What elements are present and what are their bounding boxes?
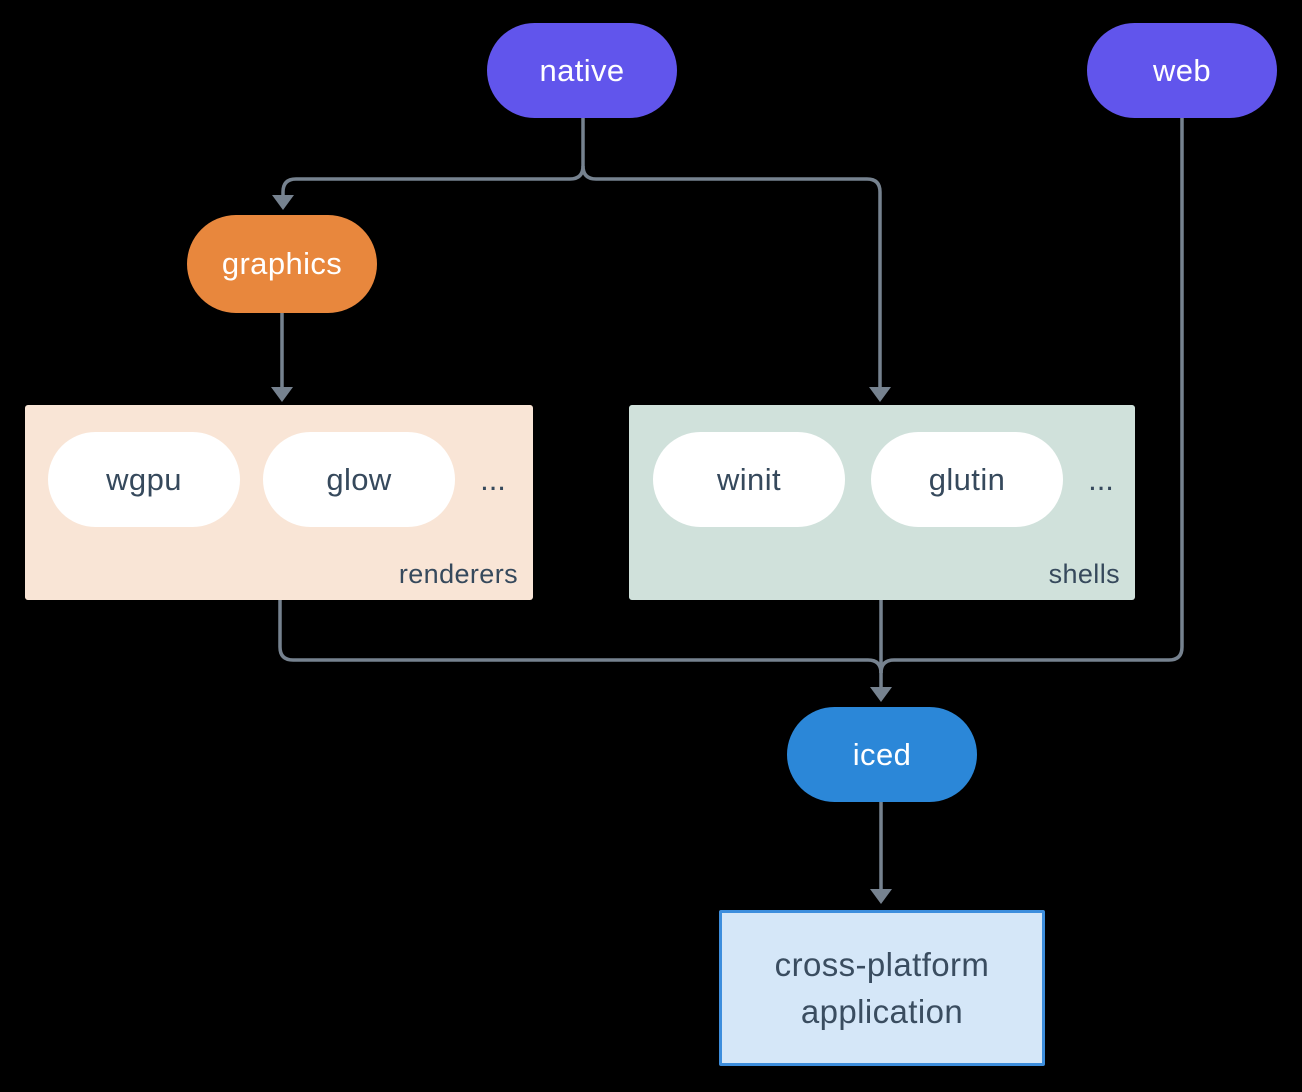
arrowhead-iced-app [870,889,892,904]
renderers-group-label: renderers [398,559,518,589]
node-web-label: web [1152,52,1212,88]
node-winit: winit [653,432,845,527]
node-winit-label: winit [716,461,781,497]
node-native: native [487,23,677,118]
node-iced: iced [787,707,977,802]
node-glow: glow [263,432,455,527]
node-glutin-label: glutin [928,461,1006,497]
group-renderers: wgpu glow ... renderers [25,405,533,600]
renderers-ellipsis: ... [480,461,506,497]
node-cross-platform-application: cross-platform application [719,910,1045,1066]
shells-group-label: shells [1048,559,1120,589]
arrowhead-graphics-renderers [271,387,293,402]
node-graphics: graphics [187,215,377,313]
app-label-line1: cross-platform [774,946,990,983]
shells-ellipsis: ... [1088,461,1114,497]
node-glutin: glutin [871,432,1063,527]
edge-renderers-iced [278,600,883,674]
node-glow-label: glow [326,461,392,497]
app-label-line2: application [800,993,964,1030]
node-wgpu: wgpu [48,432,240,527]
arrowhead-native-shells [869,387,891,402]
edge-web-iced [879,118,1184,674]
arrowhead-native-graphics [272,195,294,210]
edge-native-shells [581,165,882,387]
node-graphics-label: graphics [221,246,343,281]
node-web: web [1087,23,1277,118]
group-shells: winit glutin ... shells [629,405,1135,600]
arrowhead-shells-iced [870,687,892,702]
node-iced-label: iced [852,736,912,772]
node-wgpu-label: wgpu [106,461,182,497]
node-native-label: native [539,52,625,88]
edge-native-graphics [281,118,585,195]
